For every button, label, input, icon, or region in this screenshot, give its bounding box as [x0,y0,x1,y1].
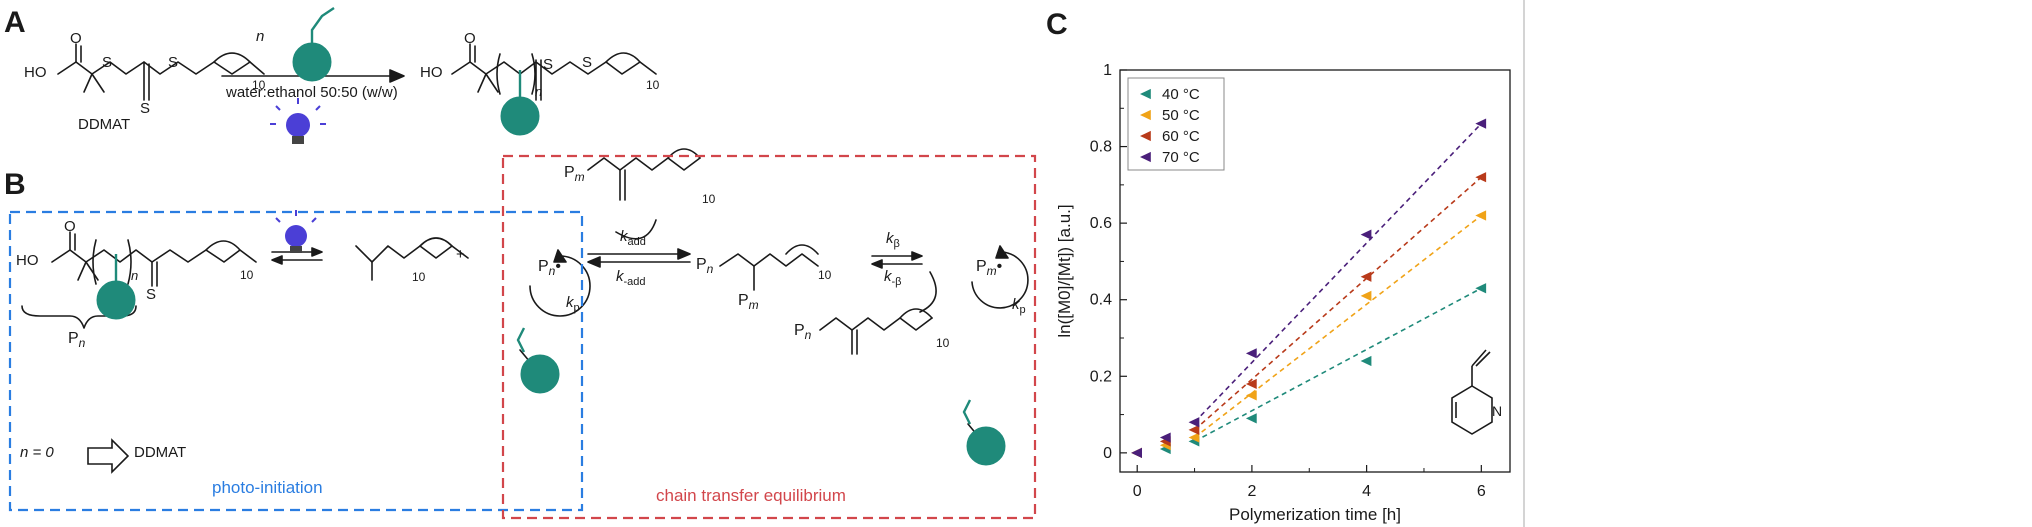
n-equals-label: n = 0 [20,444,54,461]
x-tick-label: 2 [1247,483,1256,500]
photo-initiation-box [8,210,584,512]
photo-initiation-label: photo-initiation [212,478,323,497]
data-point [1360,229,1372,240]
legend-label: 40 °C [1162,86,1200,103]
legend-marker [1140,88,1151,100]
data-point [1360,355,1372,367]
s-label: S [146,286,157,303]
x-tick-label: 6 [1477,483,1486,500]
pn-label: Pn [696,256,714,277]
data-point [1245,390,1257,401]
data-point [1475,283,1487,294]
y-tick-label: 0.8 [1090,139,1112,156]
data-point [1245,348,1257,359]
subscript-10: 10 [702,192,716,206]
subscript-10: 10 [412,270,426,284]
product-structure [451,43,657,101]
vinylpyridine-structure [1451,349,1493,435]
pm-label: Pm [738,292,759,313]
pm-radical-label: Pm• [976,258,1003,279]
y-tick-label: 0.4 [1090,292,1112,309]
ho-label: HO [420,64,443,81]
plus-sign: + [456,246,465,263]
y-tick-label: 1 [1103,62,1112,79]
x-axis-label: Polymerization time [h] [1229,505,1401,524]
x-tick-label: 4 [1362,483,1371,500]
legend-label: 70 °C [1162,149,1200,166]
pn-label: Pn [794,322,812,343]
y-tick-label: 0 [1103,445,1112,462]
k-beta-label: kβ [886,230,900,250]
k-add-label: kadd [620,228,646,248]
data-point [1159,432,1171,443]
data-point [1188,417,1200,428]
condition-label: water:ethanol 50:50 (w/w) [226,84,398,101]
pm-label: Pm [564,164,585,185]
plot-area [1119,69,1511,473]
s-label: S [140,100,151,117]
data-point [1475,210,1487,221]
data-point [1360,290,1372,301]
legend-marker [1140,130,1151,142]
k-minus-add-label: k-add [616,268,646,288]
data-point [1475,118,1487,129]
fit-line [1194,176,1482,431]
pyridine-n-label: N [1492,403,1502,419]
light-bulb-icon [275,210,317,253]
initiation-structure [21,231,257,329]
pn-radical-label: Pn• [538,258,561,279]
legend-label: 50 °C [1162,107,1200,124]
y-tick-label: 0.2 [1090,368,1112,385]
pn-label: Pn [68,330,86,351]
o-label: O [464,30,476,47]
subscript-10: 10 [936,336,950,350]
kp-label: kp [566,294,580,314]
s-label: S [582,54,593,71]
fit-line [1194,287,1482,443]
x-tick-label: 0 [1133,483,1142,500]
subscript-n: n [131,268,139,283]
o-label: O [70,30,82,47]
kp-label: kp [1012,296,1026,316]
reagent-n-label: n [256,28,265,45]
subscript-n: n [535,84,543,99]
reaction-scheme [8,7,1037,520]
light-bulb-icon [270,98,326,144]
data-point [1131,447,1143,458]
chain-transfer-label: chain transfer equilibrium [656,486,846,505]
s-label: S [543,56,554,73]
y-axis-label: ln([M0]/[Mt]) [a.u.] [1055,204,1074,337]
ho-label: HO [24,64,47,81]
ho-label: HO [16,252,39,269]
ddmat-structure [57,43,265,101]
s-label: S [168,54,179,71]
fit-line [1194,214,1482,439]
data-point [1360,271,1372,282]
data-point [1245,413,1257,424]
y-tick-label: 0.6 [1090,215,1112,232]
data-point [1475,172,1487,183]
ddmat-label: DDMAT [78,116,131,133]
panel-label-b: B [4,168,26,201]
subscript-10: 10 [818,268,832,282]
ddmat-label: DDMAT [134,444,187,461]
chain-transfer-box [501,154,1037,520]
subscript-10: 10 [252,78,266,92]
fit-line [1193,123,1482,423]
k-minus-beta-label: k-β [884,268,902,288]
subscript-10: 10 [240,268,254,282]
data-point [1245,378,1257,390]
legend-marker [1140,151,1151,163]
panel-label-a: A [4,6,26,39]
data-point [1188,424,1200,435]
s-label: S [102,54,113,71]
subscript-10: 10 [646,78,660,92]
legend-label: 60 °C [1162,128,1200,145]
o-label: O [64,218,76,235]
data-point [1188,432,1200,443]
panel-label-c: C [1046,8,1068,41]
legend-marker [1140,109,1151,121]
